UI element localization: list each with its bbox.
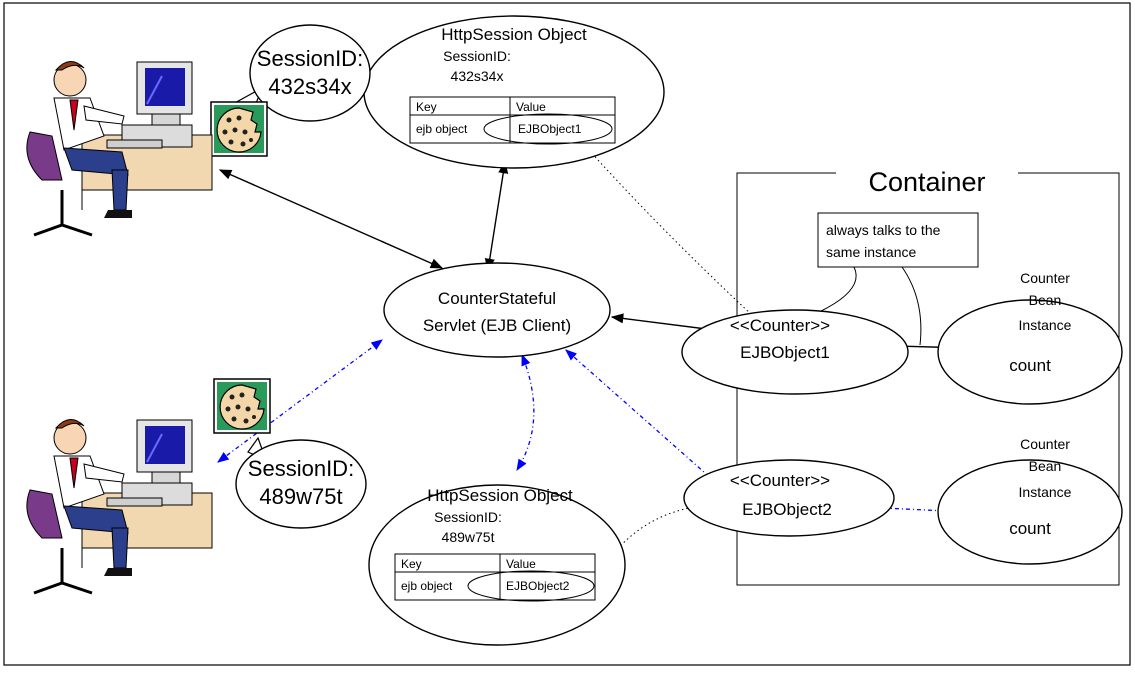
table-header-key: Key — [416, 100, 437, 114]
session-bottom-title: HttpSession Object — [427, 486, 573, 505]
bubble-bottom-line-2: 489w75t — [259, 484, 342, 509]
user-at-computer-icon — [26, 61, 213, 237]
link-servlet-ejb2 — [565, 349, 723, 489]
table-value-highlight — [483, 113, 613, 145]
link-servlet-session2 — [516, 353, 535, 471]
bean2-line-3: Instance — [1019, 484, 1072, 500]
user-at-computer-icon — [26, 419, 213, 595]
bubble-bottom-line-1: SessionID: — [248, 456, 354, 481]
servlet-line-1: CounterStateful — [438, 289, 556, 308]
link-user2-servlet — [217, 339, 383, 463]
ref-session1-ejb1 — [579, 139, 769, 331]
ejb1-stereotype: <<Counter>> — [730, 316, 830, 335]
ejb2-stereotype: <<Counter>> — [730, 471, 830, 490]
bean2-field: count — [1009, 519, 1051, 538]
note-line-2: same instance — [826, 244, 916, 260]
bean2-line-1: Counter — [1020, 436, 1070, 452]
table-cell-value: EJBObject1 — [518, 122, 582, 136]
container-title: Container — [868, 167, 985, 197]
container-box: Container — [736, 167, 1120, 586]
bean1-line-1: Counter — [1020, 270, 1070, 286]
session-bubble-bottom: SessionID: 489w75t — [235, 436, 367, 529]
ejb1-name: EJBObject1 — [740, 343, 830, 362]
ejb-object-2: <<Counter>> EJBObject2 — [683, 459, 895, 537]
session-bottom-id-value: 489w75t — [442, 529, 495, 545]
table-cell-key: ejb object — [401, 579, 453, 593]
bean-instance-2: Counter Bean Instance count — [937, 436, 1123, 565]
session-top-title: HttpSession Object — [441, 25, 587, 44]
table-header-value: Value — [516, 100, 546, 114]
table-header-value: Value — [506, 557, 536, 571]
session-object-bottom: HttpSession Object SessionID: 489w75t Ke… — [368, 484, 626, 646]
servlet-line-2: Servlet (EJB Client) — [423, 316, 571, 335]
bean2-line-2: Bean — [1029, 458, 1062, 474]
note-line-1: always talks to the — [826, 222, 941, 238]
link-session1-servlet — [484, 160, 509, 272]
note-connector — [901, 266, 922, 346]
table-value-highlight — [467, 570, 595, 602]
note-box: always talks to the same instance — [765, 212, 979, 346]
bean1-line-2: Bean — [1029, 292, 1062, 308]
session-bottom-id-label: SessionID: — [434, 509, 502, 525]
session-top-id-label: SessionID: — [443, 48, 511, 64]
bean1-field: count — [1009, 356, 1051, 375]
session-bottom-table: Key Value ejb object EJBObject2 — [394, 553, 596, 602]
table-header-key: Key — [401, 557, 422, 571]
bubble-top-line-1: SessionID: — [257, 46, 363, 71]
ejb-object-1: <<Counter>> EJBObject1 — [681, 309, 909, 395]
bean1-line-3: Instance — [1019, 317, 1072, 333]
cookie-icon — [213, 378, 271, 434]
cookie-icon — [210, 101, 268, 157]
ejb2-name: EJBObject2 — [742, 500, 832, 519]
table-cell-value: EJBObject2 — [506, 579, 570, 593]
servlet-node: CounterStateful Servlet (EJB Client) — [383, 262, 611, 358]
session-object-top: HttpSession Object SessionID: 432s34x Ke… — [363, 15, 665, 169]
bean-instance-1: Counter Bean Instance count — [937, 270, 1123, 405]
link-user1-servlet — [218, 169, 444, 269]
session-top-id-value: 432s34x — [451, 68, 504, 84]
session-top-table: Key Value ejb object EJBObject1 — [409, 96, 616, 145]
bubble-top-line-2: 432s34x — [268, 74, 351, 99]
table-cell-key: ejb object — [416, 122, 468, 136]
